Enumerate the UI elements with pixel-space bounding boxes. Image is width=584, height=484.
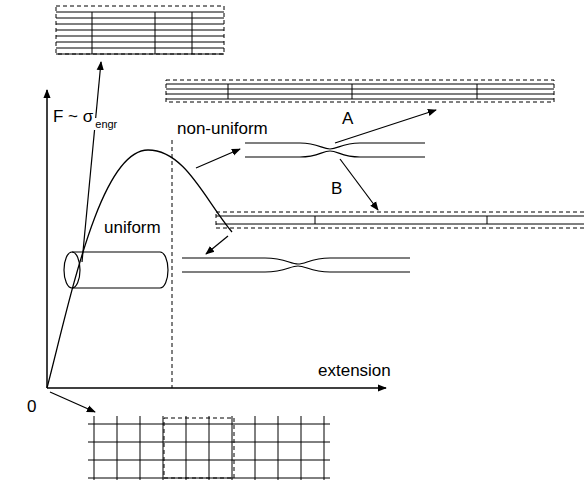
grid-line <box>56 18 224 19</box>
divider-line <box>172 140 173 388</box>
grid-line <box>216 224 584 225</box>
gauge-outline <box>166 80 554 102</box>
grid-line <box>56 42 224 43</box>
grid-line <box>186 416 187 480</box>
grid-line <box>477 84 478 99</box>
grid-line <box>324 416 325 480</box>
deformed-grid <box>56 6 224 54</box>
grid-line <box>56 12 224 13</box>
axis-label: F ~ σ <box>52 108 94 127</box>
grid-line <box>140 416 141 480</box>
grid-line <box>92 12 93 54</box>
x-axis <box>47 387 386 389</box>
grid-line <box>166 89 554 90</box>
necked-specimen <box>245 143 425 157</box>
region-label: uniform <box>104 219 161 238</box>
origin-label: 0 <box>27 398 36 417</box>
grid-line <box>278 416 279 480</box>
deformed-grid <box>216 212 584 228</box>
grid-line <box>192 12 193 54</box>
grid-line <box>56 30 224 31</box>
grid-line <box>209 416 210 480</box>
gauge-outline <box>164 418 234 478</box>
point-label: A <box>342 110 353 129</box>
cylinder <box>64 252 168 288</box>
y-axis <box>46 90 48 388</box>
grid-line <box>56 36 224 37</box>
pointer-arrow <box>196 149 240 168</box>
axis-label: extension <box>318 362 391 381</box>
grid-line <box>94 416 95 480</box>
grid-line <box>232 416 233 480</box>
grid-line <box>166 84 554 85</box>
necked-specimen <box>182 258 410 272</box>
point-label: B <box>331 180 342 199</box>
axis-subscript: engr <box>94 118 118 130</box>
pointer-arrow <box>50 392 95 412</box>
grid-line <box>56 48 224 49</box>
force-curve <box>47 150 232 388</box>
grid-line <box>352 84 353 99</box>
gauge-outline <box>216 212 584 228</box>
grid-line <box>166 94 554 95</box>
pointer-arrow <box>335 110 436 143</box>
grid-line <box>216 216 584 217</box>
deformed-grid <box>166 80 554 102</box>
grid-line <box>56 24 224 25</box>
grid-line <box>315 216 316 224</box>
grid-line <box>117 416 118 480</box>
grid-line <box>255 416 256 480</box>
pointer-arrow <box>206 236 228 254</box>
gauge-outline <box>56 6 224 54</box>
pointer-arrow <box>340 159 378 210</box>
grid-line <box>301 416 302 480</box>
undeformed-grid <box>88 416 330 480</box>
grid-line <box>163 416 164 480</box>
region-label: non-uniform <box>177 120 268 139</box>
grid-line <box>487 216 488 224</box>
pointer-arrow <box>82 62 101 262</box>
grid-line <box>155 12 156 54</box>
grid-line <box>228 84 229 99</box>
grid-line <box>166 99 554 100</box>
